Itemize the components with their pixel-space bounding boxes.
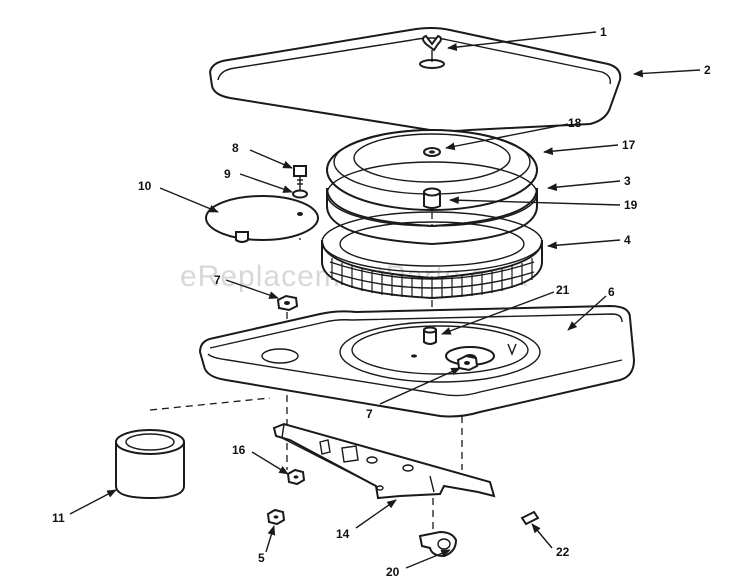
bracket-part <box>272 422 496 500</box>
callout-2: 2 <box>704 63 711 77</box>
stud-part <box>423 187 441 209</box>
spacer-ring-part <box>326 161 538 246</box>
filter-element-part <box>321 211 543 300</box>
base-stud-part <box>423 326 437 345</box>
callout-9: 9 <box>224 167 231 181</box>
nut-part-lower <box>456 354 479 372</box>
washer-part <box>292 189 308 199</box>
callout-8: 8 <box>232 141 239 155</box>
callout-20: 20 <box>386 565 400 579</box>
callout-7-lower: 7 <box>366 407 373 421</box>
small-nut-part <box>286 468 306 486</box>
callout-19: 19 <box>624 198 638 212</box>
base-part <box>198 304 636 418</box>
callout-4: 4 <box>624 233 631 247</box>
callout-21: 21 <box>556 283 570 297</box>
callout-10: 10 <box>138 179 152 193</box>
clamp-part <box>418 530 458 558</box>
clamp-screw-part <box>520 510 540 526</box>
callout-11: 11 <box>52 511 65 525</box>
screw-part <box>293 165 307 190</box>
cover-part <box>208 27 622 132</box>
callout-18: 18 <box>568 116 582 130</box>
hex-nut-part <box>266 508 286 526</box>
callout-3: 3 <box>624 174 631 188</box>
callout-6: 6 <box>608 285 615 299</box>
callout-16: 16 <box>232 443 246 457</box>
callout-7-upper: 7 <box>214 273 221 287</box>
sleeve-part <box>115 429 185 500</box>
callout-5: 5 <box>258 551 265 565</box>
nut-part-upper <box>276 294 299 312</box>
wing-nut-part <box>419 34 445 69</box>
plate-part <box>205 195 319 243</box>
callout-1: 1 <box>600 25 607 39</box>
callout-14: 14 <box>336 527 350 541</box>
callout-22: 22 <box>556 545 570 559</box>
callout-17: 17 <box>622 138 636 152</box>
filter-top-ring-part <box>326 129 538 211</box>
grommet-part <box>423 147 441 157</box>
